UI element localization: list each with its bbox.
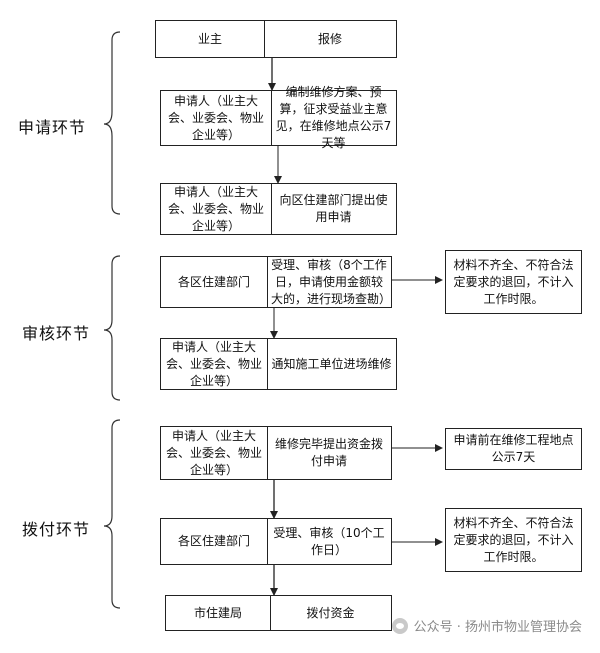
flow-step-plan: 申请人（业主大会、业委会、物业企业等） 编制维修方案、预算，征求受益业主意见，在… — [160, 85, 397, 150]
flow-step-apply: 申请人（业主大会、业委会、物业企业等） 向区住建部门提出使用申请 — [160, 183, 397, 235]
note-review-reject: 材料不齐全、不符合法定要求的退回，不计入工作时限。 — [445, 250, 582, 314]
cell-divider — [267, 427, 268, 479]
step-action: 拨付资金 — [306, 605, 355, 620]
stage-label-review: 审核环节 — [22, 324, 91, 343]
cell-divider — [270, 596, 271, 630]
step-actor: 申请人（业主大会、业委会、物业企业等） — [165, 428, 262, 477]
flow-step-payment-review: 各区住建部门 受理、审核（10个工作日） — [160, 518, 392, 565]
bracket-apply — [103, 31, 121, 215]
cell-divider — [267, 519, 268, 564]
wechat-icon — [391, 617, 408, 634]
bracket-payment — [103, 419, 121, 609]
bracket-review — [103, 255, 121, 401]
step-action: 通知施工单位进场维修 — [271, 356, 392, 371]
flow-step-completion: 申请人（业主大会、业委会、物业企业等） 维修完毕提出资金拨付申请 — [160, 426, 392, 480]
step-action: 维修完毕提出资金拨付申请 — [274, 437, 383, 468]
step-actor: 申请人（业主大会、业委会、物业企业等） — [167, 184, 264, 233]
flow-step-construction: 申请人（业主大会、业委会、物业企业等） 通知施工单位进场维修 — [160, 338, 397, 390]
step-actor: 申请人（业主大会、业委会、物业企业等） — [167, 93, 264, 142]
note-publicity: 申请前在维修工程地点公示7天 — [445, 428, 582, 470]
flow-step-review: 各区住建部门 受理、审核（8个工作日，申请使用金额较大的，进行现场查勘） — [160, 256, 392, 308]
flow-step-disburse: 市住建局 拨付资金 — [165, 595, 392, 631]
watermark: 公众号 · 扬州市物业管理协会 — [391, 616, 582, 635]
stage-label-apply: 申请环节 — [18, 118, 87, 137]
step-actor: 申请人（业主大会、业委会、物业企业等） — [165, 339, 262, 388]
step-action: 报修 — [317, 31, 342, 46]
step-actor: 各区住建部门 — [177, 274, 250, 289]
step-actor: 各区住建部门 — [177, 534, 250, 548]
step-action: 向区住建部门提出使用申请 — [279, 193, 388, 224]
step-actor: 业主 — [197, 31, 222, 46]
step-action: 编制维修方案、预算，征求受益业主意见，在维修地点公示7天等 — [275, 85, 392, 150]
cell-divider — [271, 91, 272, 145]
step-action: 受理、审核（8个工作日，申请使用金额较大的，进行现场查勘） — [271, 257, 392, 306]
cell-divider — [271, 184, 272, 234]
flow-step-report: 业主 报修 — [155, 20, 397, 58]
step-actor: 市住建局 — [193, 605, 242, 620]
stage-label-payment: 拨付环节 — [22, 520, 91, 539]
cell-divider — [267, 257, 268, 307]
cell-divider — [267, 339, 268, 389]
cell-divider — [264, 21, 265, 57]
note-payment-reject: 材料不齐全、不符合法定要求的退回，不计入工作时限。 — [445, 508, 582, 572]
step-action: 受理、审核（10个工作日） — [273, 525, 385, 557]
watermark-text: 公众号 · 扬州市物业管理协会 — [413, 620, 582, 635]
